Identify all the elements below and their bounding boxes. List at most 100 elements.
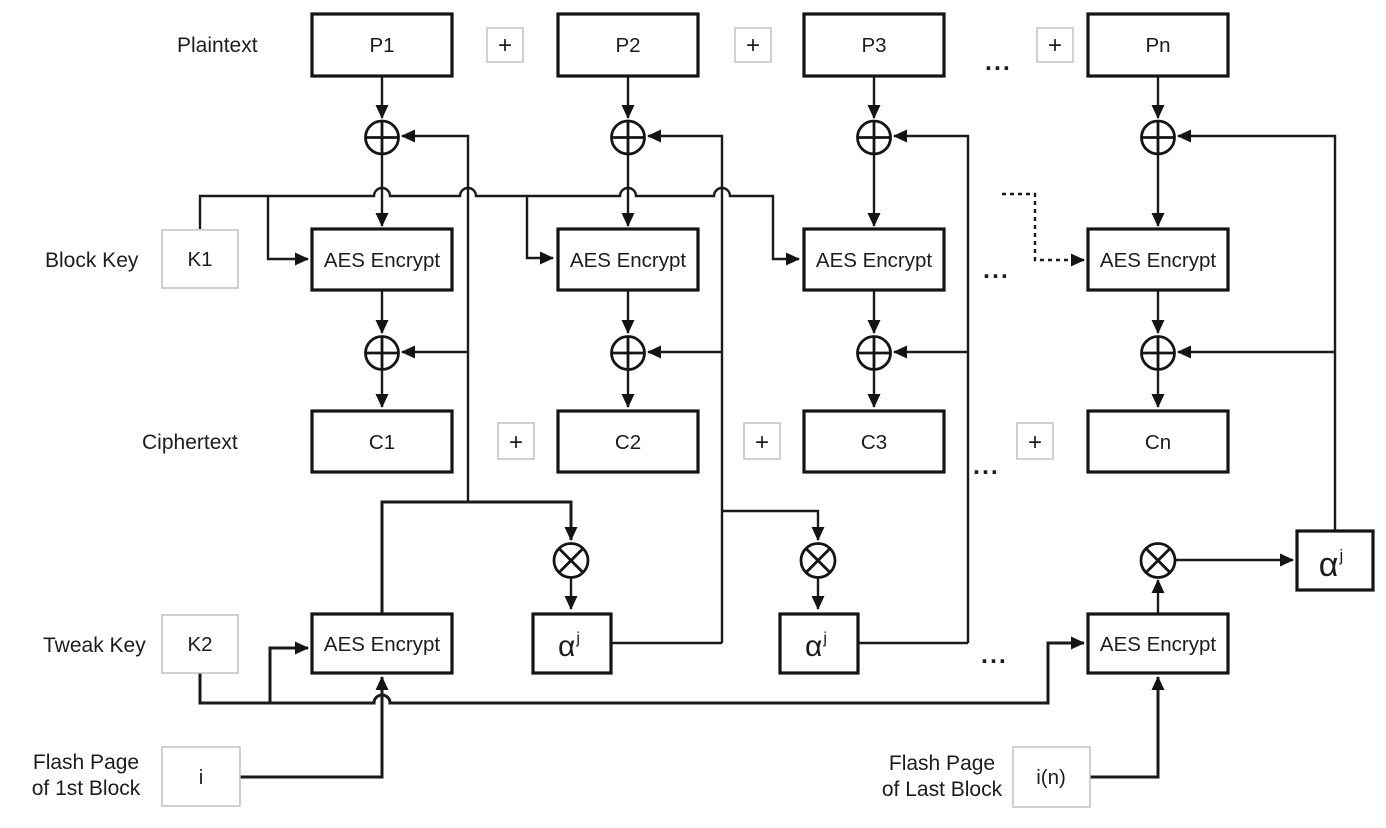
plus-sign: + (755, 429, 769, 456)
block-key-distribution-line (198, 186, 800, 266)
alpha-symbol: α (805, 630, 822, 663)
flash-last-label-line1: Flash Page (889, 752, 995, 775)
aes-encrypt-box-3: AES Encrypt (802, 227, 946, 292)
aes1-label: AES Encrypt (324, 249, 441, 272)
plus-box-cn: + (1016, 422, 1054, 460)
ellipsis-aes-row: ... (983, 256, 1010, 284)
aesn-box (1086, 227, 1230, 292)
plus-sign: + (1028, 429, 1042, 456)
cn-box (1086, 409, 1230, 474)
i-box (161, 746, 241, 807)
c2-box (556, 409, 700, 474)
plus-box-p23: + (734, 27, 772, 63)
plus-box (1016, 422, 1054, 460)
xor-icon (364, 335, 400, 371)
aes2-box (556, 227, 700, 292)
aes-encrypt-box-2: AES Encrypt (556, 227, 700, 292)
block-key-dashed-branch-last (1002, 192, 1085, 267)
xor-icon (1140, 119, 1176, 156)
alpha-exponent: j (575, 630, 580, 647)
alpha-big-box (1295, 529, 1375, 592)
plaintext-block-p3: P3 (802, 12, 946, 78)
ciphertext-block-c3: C3 (802, 409, 946, 474)
xor-icon (610, 335, 646, 371)
ellipsis-tweak-row: ... (981, 641, 1008, 669)
tweak1-output-junction (380, 500, 578, 614)
alpha-symbol: α (558, 630, 575, 663)
plaintext-block-p1: P1 (310, 12, 454, 78)
tweak-key-label: Tweak Key (43, 634, 146, 657)
p1-box (310, 12, 454, 78)
block-key-box: K1 (161, 229, 239, 289)
alpha1-box (531, 612, 613, 675)
pn-box (1086, 12, 1230, 78)
k2-box (161, 614, 239, 674)
alpha-exponent: j (1338, 546, 1343, 565)
tweak-feed-coln (1177, 129, 1337, 531)
aes3-box (802, 227, 946, 292)
xor-icon (856, 119, 892, 156)
p3-label: P3 (861, 34, 886, 57)
aes-tweak-box-last: AES Encrypt (1086, 612, 1230, 675)
flash-page-last-box: i(n) (1012, 746, 1091, 808)
plus-sign: + (498, 32, 512, 59)
cn-label: Cn (1145, 431, 1171, 454)
plus-box-c23: + (743, 422, 781, 460)
alpha-j-box-big: αj (1295, 529, 1375, 592)
flash-first-line (240, 676, 389, 779)
block-key-branch-2 (525, 196, 554, 265)
plaintext-block-pn: Pn (1086, 12, 1230, 78)
c3-label: C3 (861, 431, 887, 454)
plus-box (486, 27, 524, 63)
p2-label: P2 (615, 34, 640, 57)
alpha-exponent: j (822, 630, 827, 647)
pn-label: Pn (1145, 34, 1170, 57)
tweak-feed-col2 (647, 129, 724, 643)
aes-encrypt-box-1: AES Encrypt (310, 227, 454, 292)
tweak-feed-col1 (401, 129, 470, 502)
ellipsis-plaintext-row: ... (985, 48, 1012, 76)
plaintext-block-p2: P2 (556, 12, 700, 78)
c3-box (802, 409, 946, 474)
plus-box (743, 422, 781, 460)
aesn-label: AES Encrypt (1100, 249, 1217, 272)
aes1-box (310, 227, 454, 292)
plus-sign: + (509, 429, 523, 456)
flash-page-first-box: i (161, 746, 241, 807)
ciphertext-block-c1: C1 (310, 409, 454, 474)
ciphertext-label: Ciphertext (142, 431, 238, 454)
plaintext-label: Plaintext (177, 34, 258, 57)
ciphertext-block-c2: C2 (556, 409, 700, 474)
aes-tweak-box-first: AES Encrypt (310, 612, 454, 675)
plus-sign: + (746, 32, 760, 59)
xor-icon (1140, 335, 1176, 371)
flash-last-label-line2: of Last Block (882, 778, 1003, 801)
k2-label: K2 (187, 633, 212, 656)
multiply-icon (552, 542, 590, 579)
alpha-symbol: α (1319, 546, 1339, 584)
flash-first-label-line1: Flash Page (33, 751, 139, 774)
alpha-j-box-1: αj (531, 612, 613, 675)
block-key-label: Block Key (45, 249, 139, 272)
plus-box (1036, 27, 1074, 63)
ciphertext-block-cn: Cn (1086, 409, 1230, 474)
xor-icon (364, 119, 400, 156)
tweak-key-branch-first (268, 641, 309, 703)
xor-icon (856, 335, 892, 371)
c1-box (310, 409, 454, 474)
in-box (1012, 746, 1091, 808)
xor-icon (610, 119, 646, 156)
aes-tweak1-box (310, 612, 454, 675)
plus-box-p12: + (486, 27, 524, 63)
p2-box (556, 12, 700, 78)
tweak2-mult-feed (722, 509, 825, 541)
plus-box (734, 27, 772, 63)
alpha2-box (778, 612, 860, 675)
plus-box-pn: + (1036, 27, 1074, 63)
connector-lines (198, 76, 1337, 779)
c1-label: C1 (369, 431, 395, 454)
aes2-label: AES Encrypt (570, 249, 687, 272)
aes-tweakn-box (1086, 612, 1230, 675)
